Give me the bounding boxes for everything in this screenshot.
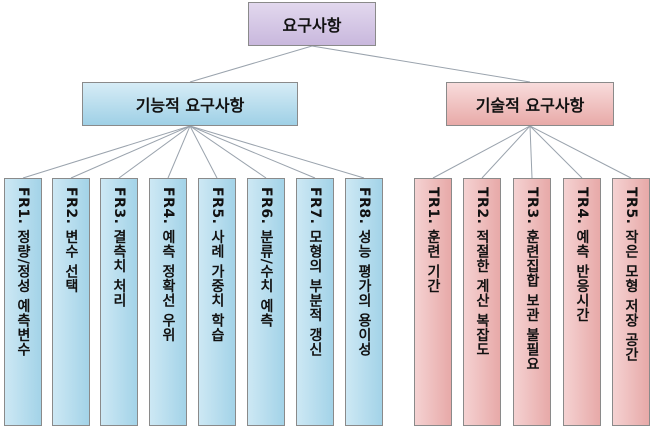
technical-leaf-node: TR3. 훈련집합 보관 불필요 xyxy=(513,178,551,426)
connector-functional-leaf xyxy=(118,125,191,179)
technical-leaf-label: TR4. 예측 반응시간 xyxy=(574,187,590,323)
functional-leaf-node: FR2. 변수 선택 xyxy=(52,178,90,426)
technical-leaf-label: TR5. 작은 모형 저장 공간 xyxy=(623,187,639,362)
technical-leaf-label: TR1. 훈련 기간 xyxy=(425,187,441,294)
functional-category-node: 기능적 요구사항 xyxy=(82,82,298,126)
functional-category-label: 기능적 요구사항 xyxy=(135,96,245,115)
connector-functional-leaf xyxy=(167,125,191,179)
technical-category-node: 기술적 요구사항 xyxy=(446,82,614,126)
functional-leaf-node: FR1. 정량/정성 예측변수 xyxy=(4,178,42,426)
functional-leaf-node: FR5. 사례 가중치 학습 xyxy=(198,178,236,426)
connector-functional-leaf xyxy=(189,125,218,179)
functional-leaf-label: FR6. 분류/수치 예측 xyxy=(258,187,274,328)
root-label: 요구사항 xyxy=(282,16,342,35)
functional-leaf-node: FR8. 성능 평가의 용이성 xyxy=(345,178,383,426)
technical-leaf-node: TR2. 적절한 계산 복잡도 xyxy=(463,178,501,426)
technical-category-label: 기술적 요구사항 xyxy=(475,96,585,115)
functional-leaf-label: FR1. 정량/정성 예측변수 xyxy=(15,187,31,357)
root-node: 요구사항 xyxy=(248,2,376,46)
functional-leaf-node: FR6. 분류/수치 예측 xyxy=(247,178,285,426)
technical-leaf-node: TR5. 작은 모형 저장 공간 xyxy=(612,178,650,426)
connector-root-functional xyxy=(189,45,313,83)
connector-functional-leaf xyxy=(70,125,191,179)
technical-leaf-label: TR3. 훈련집합 보관 불필요 xyxy=(524,187,540,372)
functional-leaf-node: FR4. 예측 정확선 우위 xyxy=(149,178,187,426)
functional-leaf-label: FR4. 예측 정확선 우위 xyxy=(160,187,176,343)
connector-functional-leaf xyxy=(22,125,191,179)
connector-technical-leaf xyxy=(529,125,533,179)
functional-leaf-node: FR3. 결측치 처리 xyxy=(100,178,138,426)
connector-technical-leaf xyxy=(529,125,583,179)
functional-leaf-label: FR2. 변수 선택 xyxy=(63,187,79,294)
functional-leaf-label: FR8. 성능 평가의 용이성 xyxy=(356,187,372,357)
technical-leaf-node: TR4. 예측 반응시간 xyxy=(563,178,601,426)
connector-functional-leaf xyxy=(189,125,365,179)
functional-leaf-node: FR7. 모형의 부분적 갱신 xyxy=(296,178,334,426)
technical-leaf-label: TR2. 적절한 계산 복잡도 xyxy=(474,187,490,357)
functional-leaf-label: FR7. 모형의 부분적 갱신 xyxy=(307,187,323,357)
connector-functional-leaf xyxy=(189,125,267,179)
connector-technical-leaf xyxy=(529,125,632,179)
connector-functional-leaf xyxy=(189,125,316,179)
connector-technical-leaf xyxy=(432,125,531,179)
connector-root-technical xyxy=(311,45,531,83)
connector-technical-leaf xyxy=(481,125,531,179)
technical-leaf-node: TR1. 훈련 기간 xyxy=(414,178,452,426)
functional-leaf-label: FR5. 사례 가중치 학습 xyxy=(209,187,225,343)
functional-leaf-label: FR3. 결측치 처리 xyxy=(111,187,127,308)
